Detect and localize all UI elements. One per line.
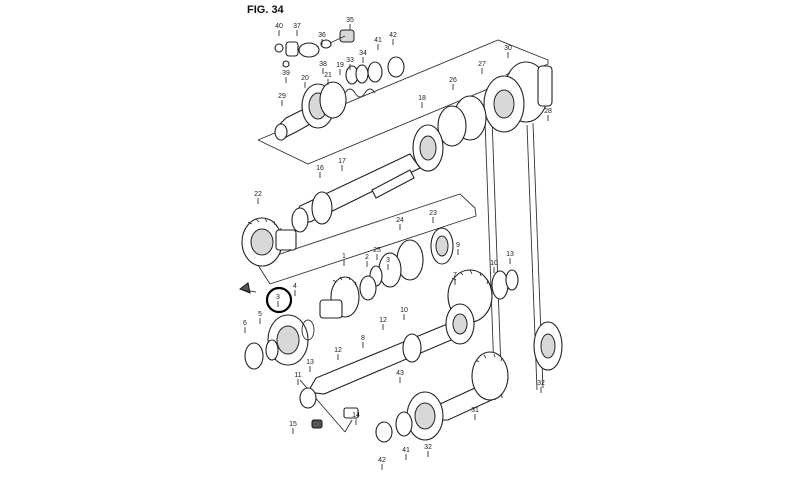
main-shaft: [291, 153, 421, 233]
bearing-5-seal-6: [244, 314, 315, 370]
lower-gear-assembly: [375, 321, 563, 443]
callout-label: 12: [334, 347, 342, 354]
callout-label: 26: [449, 77, 457, 84]
callout-label: 17: [338, 158, 346, 165]
callout-label: 42: [389, 32, 397, 39]
callout-label: 35: [346, 17, 354, 24]
callout-label: 41: [374, 37, 382, 44]
callout-label: 16: [316, 165, 324, 172]
front-arrow-icon: [238, 282, 257, 294]
callout-label: 32: [537, 380, 545, 387]
output-shaft: [299, 303, 475, 429]
highlight-circle: [265, 286, 293, 314]
callout-label: 21: [324, 72, 332, 79]
callout-label: 3: [386, 257, 390, 264]
callout-label: 19: [336, 62, 344, 69]
top-right-gears: [412, 61, 553, 172]
upper-shaft-assembly: [274, 81, 376, 141]
callout-label: 2: [365, 254, 369, 261]
assembly-frames: [255, 39, 549, 433]
callout-label: 10: [400, 307, 408, 314]
callout-label: 38: [319, 61, 327, 68]
callout-label: 36: [318, 32, 326, 39]
callout-label: 5: [258, 311, 262, 318]
callout-label: 7: [453, 272, 457, 279]
callout-label: 8: [361, 335, 365, 342]
callout-label: 28: [544, 108, 552, 115]
callout-label: 3: [276, 294, 280, 301]
callout-label: 10: [490, 260, 498, 267]
callout-label: 23: [429, 210, 437, 217]
callout-label: 40: [275, 23, 283, 30]
callout-label: 22: [254, 191, 262, 198]
gear-22: [241, 217, 297, 267]
callout-label: 18: [418, 95, 426, 102]
callout-label: 34: [359, 50, 367, 57]
callout-label: 43: [396, 370, 404, 377]
callout-label: 42: [378, 457, 386, 464]
countershaft-assembly: [319, 269, 519, 323]
callout-label: 13: [506, 251, 514, 258]
callout-label: 12: [379, 317, 387, 324]
callout-label: 37: [293, 23, 301, 30]
callout-label: 41: [402, 447, 410, 454]
callout-label: 20: [301, 75, 309, 82]
callout-label: 33: [346, 57, 354, 64]
callout-label: 24: [396, 217, 404, 224]
callout-label: 39: [282, 70, 290, 77]
callout-label: 13: [306, 359, 314, 366]
callout-label: 25: [373, 247, 381, 254]
callout-label: 9: [456, 242, 460, 249]
callout-label: 30: [504, 45, 512, 52]
top-small-parts: [274, 29, 405, 85]
callout-label: 15: [289, 421, 297, 428]
callout-label: 29: [278, 93, 286, 100]
callout-label: 1: [342, 253, 346, 260]
callout-label: 11: [294, 372, 301, 379]
callout-label: 27: [478, 61, 486, 68]
callout-label: 4: [293, 283, 297, 290]
callout-label: 14: [352, 412, 360, 419]
figure-title: FIG. 34: [247, 4, 285, 16]
callout-label: 32: [424, 444, 432, 451]
callout-label: 31: [471, 407, 479, 414]
callout-label: 6: [243, 320, 247, 327]
